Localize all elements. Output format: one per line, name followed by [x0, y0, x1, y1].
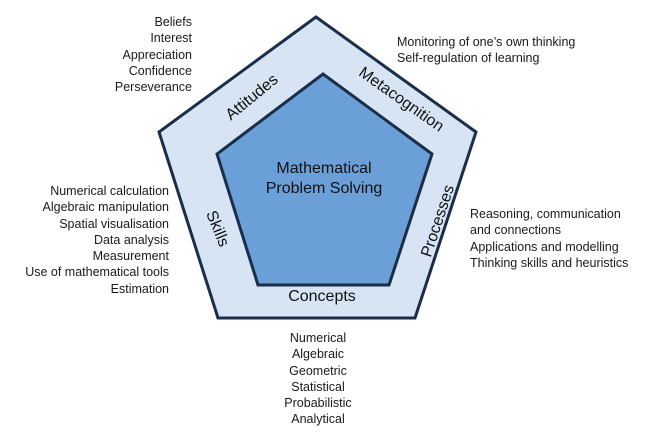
metacognition-items: Monitoring of one’s own thinking Self-re… [397, 34, 575, 67]
processes-item: and connections [470, 223, 562, 238]
skills-item: Spatial visualisation [59, 216, 169, 231]
processes-items: Reasoning, communication and connections… [470, 206, 628, 271]
skills-item: Algebraic manipulation [42, 200, 169, 215]
processes-item: Applications and modelling [470, 239, 619, 254]
processes-item: Reasoning, communication [470, 207, 621, 221]
attitudes-item: Beliefs [154, 15, 192, 29]
concepts-item: Probabilistic [284, 396, 352, 411]
inner-pentagon [215, 72, 434, 287]
concepts-item: Algebraic [291, 347, 345, 362]
skills-item: Measurement [92, 249, 169, 264]
metacognition-item: Monitoring of one’s own thinking [397, 35, 576, 49]
attitudes-item: Appreciation [122, 47, 193, 62]
attitudes-item: Interest [150, 31, 192, 46]
attitudes-items: Beliefs Interest Appreciation Confidence… [115, 14, 192, 95]
attitudes-item: Confidence [128, 63, 192, 78]
concepts-label: Concepts [288, 288, 356, 305]
metacognition-item: Self-regulation of learning [397, 51, 540, 66]
concepts-item: Statistical [291, 379, 345, 394]
concepts-items: Numerical Algebraic Geometric Statistica… [268, 330, 368, 428]
concepts-item: Numerical [289, 331, 347, 345]
skills-item: Data analysis [93, 232, 169, 247]
concepts-item: Analytical [291, 412, 345, 427]
skills-item: Use of mathematical tools [25, 265, 169, 280]
processes-item: Thinking skills and heuristics [470, 255, 629, 270]
skills-item: Estimation [110, 281, 169, 296]
center-title-line1: Mathematical [276, 160, 371, 177]
attitudes-item: Perseverance [114, 80, 192, 95]
skills-item: Numerical calculation [50, 184, 169, 198]
concepts-item: Geometric [289, 363, 347, 378]
center-title-line2: Problem Solving [266, 180, 383, 197]
skills-items: Numerical calculation Algebraic manipula… [25, 183, 169, 297]
